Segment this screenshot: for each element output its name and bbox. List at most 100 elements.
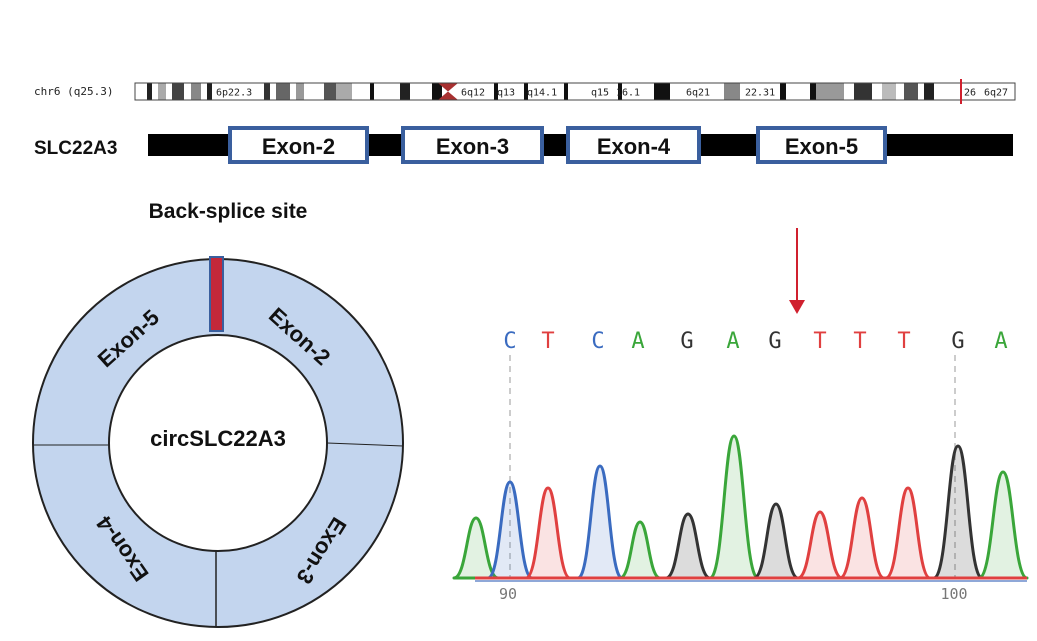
ideogram-band [296, 83, 304, 100]
ideogram-band [212, 83, 264, 100]
ideogram-bands [135, 83, 1015, 100]
base-call: T [541, 329, 554, 354]
trace-peak [664, 512, 712, 580]
ideogram-band [816, 83, 844, 100]
ideogram-band [304, 83, 324, 100]
ideogram-band [684, 83, 724, 100]
ideogram-band [494, 83, 498, 100]
exon-5-box [756, 126, 887, 164]
gene-structure: SLC22A3 Exon-2 Exon-3 Exon-4 Exon-5 [34, 126, 1013, 164]
exon-3-label: Exon-3 [436, 134, 509, 159]
ideogram-band-label: 6q21 [686, 88, 710, 99]
ideogram-band [780, 83, 786, 100]
ideogram-band-label: q15 [591, 88, 609, 99]
trace-peak [932, 444, 984, 580]
ideogram-band [374, 83, 400, 100]
ideogram-band [458, 83, 494, 100]
chromosome-label: chr6 (q25.3) [34, 85, 113, 98]
base-call: A [994, 329, 1007, 354]
circrna-diagram: Back-splice site circSLC22A3 Exon-5 Exon… [31, 200, 405, 628]
ideogram-band [184, 83, 191, 100]
ideogram-band [924, 83, 934, 100]
ideogram-outline [134, 82, 1016, 101]
trace-peak [796, 510, 844, 580]
ideogram-band [152, 83, 158, 100]
ideogram-band [135, 83, 147, 100]
ideogram-band [166, 83, 172, 100]
base-call: T [897, 329, 910, 354]
ideogram-band [264, 83, 270, 100]
base-call: A [631, 329, 644, 354]
ideogram-band [172, 83, 184, 100]
ideogram-band [207, 83, 212, 100]
ideogram-band [498, 83, 524, 100]
ideogram-band-label: q14.1 [527, 88, 557, 99]
circ-center-label: circSLC22A3 [150, 426, 286, 451]
base-call: G [951, 329, 964, 354]
circrna-ring [31, 258, 405, 628]
ideogram-band [670, 83, 684, 100]
base-call: G [768, 329, 781, 354]
exon-4-label: Exon-4 [597, 134, 671, 159]
ideogram-band [904, 83, 918, 100]
ideogram-band [618, 83, 622, 100]
axis-tick-90: 90 [499, 585, 517, 603]
ideogram-band [370, 83, 374, 100]
ideogram-band [882, 83, 896, 100]
ideogram-band [528, 83, 564, 100]
ideogram-band [896, 83, 904, 100]
exon-2-box [228, 126, 369, 164]
trace-peaks [452, 434, 1029, 580]
junction-arrow-head [789, 300, 805, 314]
base-call: G [680, 329, 693, 354]
centromere [438, 91, 458, 100]
axis-tick-100: 100 [940, 585, 967, 603]
base-call: T [813, 329, 826, 354]
trace-peak [618, 520, 662, 580]
ideogram-band [724, 83, 740, 100]
base-call: A [726, 329, 739, 354]
ideogram-band [622, 83, 654, 100]
ideogram-band [854, 83, 872, 100]
ideogram-band [872, 83, 882, 100]
ideogram-band [960, 83, 1015, 100]
ideogram-band-label: q13 [497, 88, 515, 99]
back-splice-title: Back-splice site [149, 200, 308, 223]
trace-peak [524, 486, 572, 580]
ideogram-band [191, 83, 201, 100]
ideogram-band [564, 83, 568, 100]
base-call: T [853, 329, 866, 354]
ideogram-band-label: 6p22.3 [216, 88, 252, 99]
ideogram-band [588, 83, 618, 100]
ideogram-band [201, 83, 207, 100]
trace-peak [838, 496, 886, 580]
ideogram-band [400, 83, 410, 100]
ideogram-band-label: 6q12 [461, 88, 485, 99]
ideogram-band [158, 83, 166, 100]
ideogram-band [568, 83, 588, 100]
ideogram-band-label: 26 [964, 88, 976, 99]
ideogram-band [740, 83, 780, 100]
exon-2-label: Exon-2 [262, 134, 335, 159]
base-call: C [591, 329, 604, 354]
ideogram-band [276, 83, 290, 100]
ideogram-band-label: 22.31 [745, 88, 775, 99]
ideogram-band [432, 83, 442, 100]
ideogram-band [918, 83, 924, 100]
ideogram-band [270, 83, 276, 100]
trace-peak [486, 480, 534, 580]
trace-peak [977, 470, 1029, 580]
ideogram-band [352, 83, 370, 100]
gene-name: SLC22A3 [34, 138, 117, 159]
exon-5-label: Exon-5 [785, 134, 858, 159]
ideogram-band [336, 83, 352, 100]
ideogram-band [410, 83, 432, 100]
base-call: C [503, 329, 516, 354]
centromere [438, 83, 458, 92]
trace-peak [752, 502, 800, 580]
ideogram-band [844, 83, 854, 100]
